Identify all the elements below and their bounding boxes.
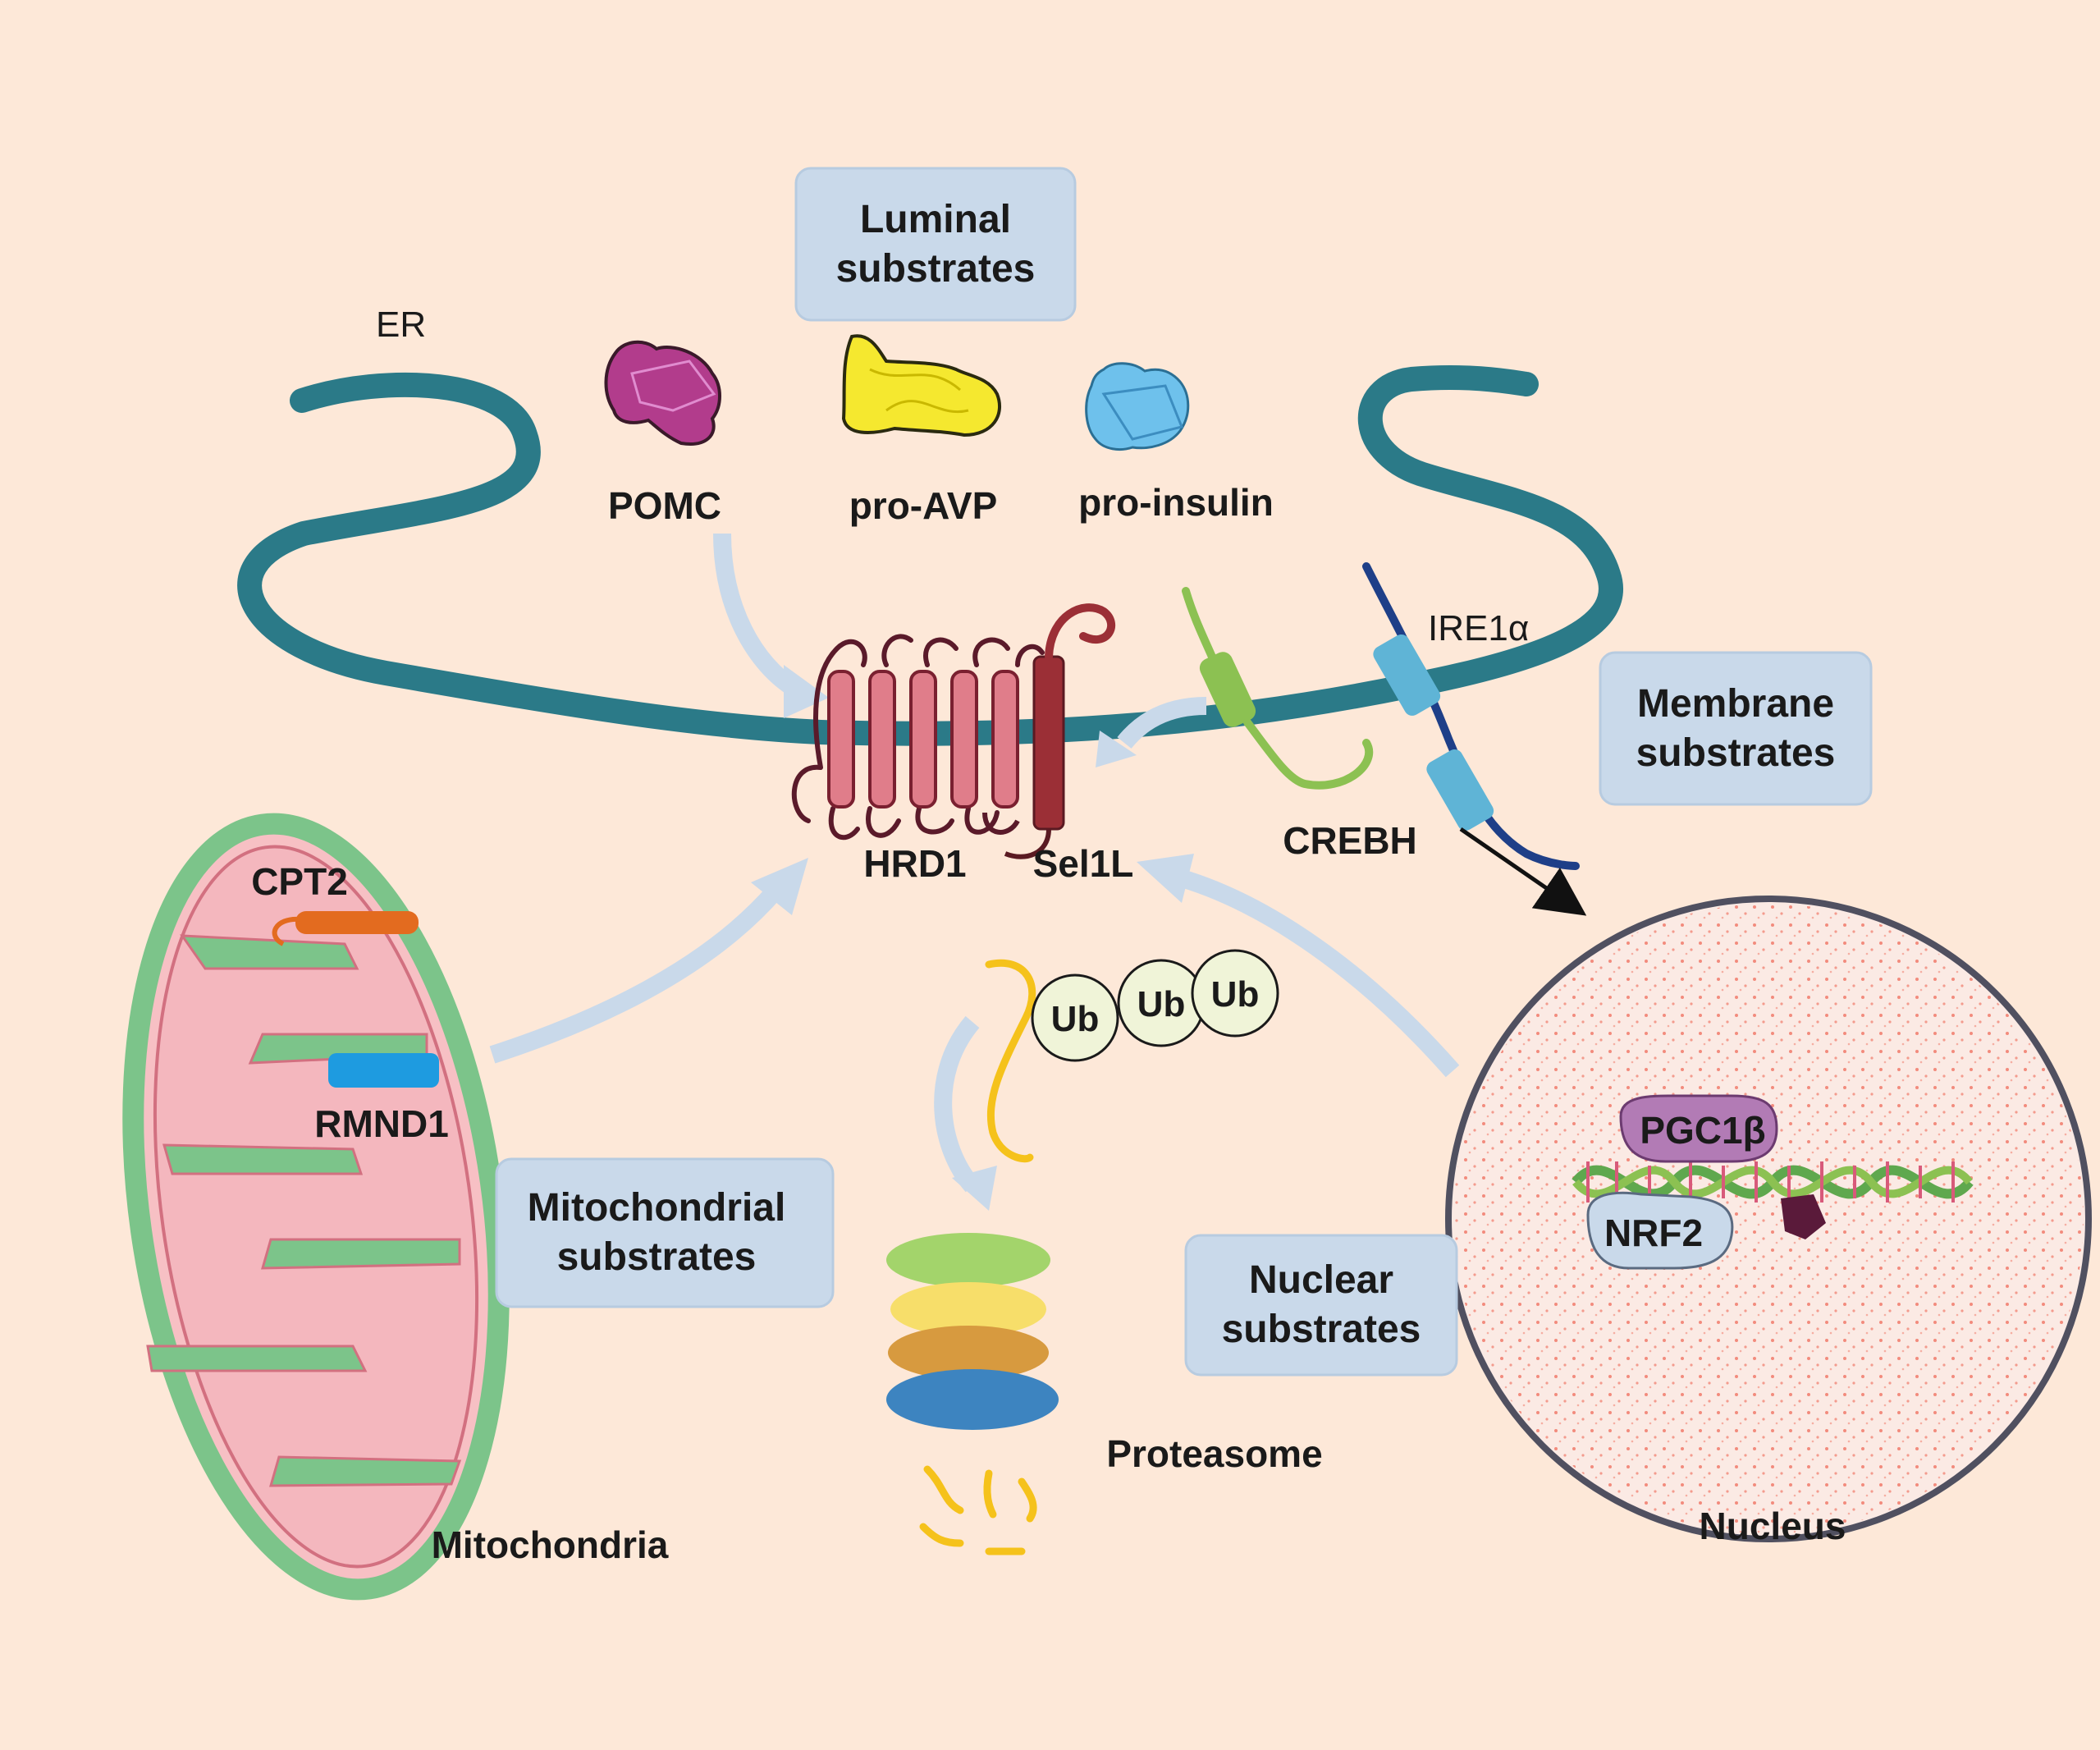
mitochondrial-substrates-box: Mitochondrial substrates <box>495 1157 835 1308</box>
sel1l-protein <box>1004 603 1116 859</box>
nuclear-box-line1: Nuclear <box>1249 1258 1393 1302</box>
pro-avp-label: pro-AVP <box>849 484 998 527</box>
crebh-label: CREBH <box>1283 819 1417 862</box>
luminal-box-line2: substrates <box>836 247 1036 291</box>
mitochondrion <box>122 813 510 1601</box>
ub-2-label: Ub <box>1137 984 1186 1024</box>
cpt2-protein <box>272 911 419 946</box>
ub-1: Ub <box>1031 973 1119 1062</box>
ire1a-label: IRE1α <box>1428 608 1529 648</box>
crebh-protein <box>1182 587 1374 790</box>
substrate-chain <box>985 959 1036 1163</box>
dna-bound-factor <box>1781 1194 1826 1239</box>
hrd1-label: HRD1 <box>863 842 966 885</box>
pomc-protein <box>604 340 721 446</box>
er-membrane <box>237 364 1623 746</box>
pro-avp-protein <box>841 334 1002 438</box>
pgc1b-label: PGC1β <box>1640 1109 1765 1152</box>
luminal-box-line1: Luminal <box>860 198 1011 241</box>
mitochondrial-box-line2: substrates <box>557 1235 757 1279</box>
luminal-substrates-box: Luminal substrates <box>794 167 1077 322</box>
rmnd1-label: RMND1 <box>314 1102 449 1145</box>
nrf2-protein <box>1586 1191 1734 1270</box>
membrane-box-line1: Membrane <box>1637 682 1834 726</box>
mito-to-hrd1-arrow <box>489 858 808 1064</box>
ire1a-to-nucleus-arrow <box>1459 827 1587 916</box>
nucleus-to-sel1l-arrow <box>1137 854 1460 1078</box>
mitochondria-label: Mitochondria <box>432 1523 669 1566</box>
ub-2: Ub <box>1117 959 1206 1047</box>
hrd1-complex <box>791 634 1045 841</box>
membrane-substrates-box: Membrane substrates <box>1599 651 1873 806</box>
crebh-to-sel1l-arrow <box>1096 697 1207 767</box>
cpt2-label: CPT2 <box>251 860 348 903</box>
pomc-label: POMC <box>608 484 721 527</box>
ub-3-label: Ub <box>1211 974 1260 1015</box>
proteasome-label: Proteasome <box>1106 1432 1322 1475</box>
pro-insulin-label: pro-insulin <box>1078 481 1274 524</box>
dna-helix <box>1572 1161 1974 1203</box>
membrane-box-line2: substrates <box>1636 731 1836 775</box>
pomc-to-hrd1-arrow <box>713 533 829 718</box>
sel1l-label: Sel1L <box>1033 842 1134 885</box>
nrf2-label: NRF2 <box>1604 1212 1703 1254</box>
pgc1b-protein <box>1619 1094 1778 1163</box>
nucleus <box>1445 896 2092 1542</box>
ub-1-label: Ub <box>1051 999 1100 1039</box>
peptide-fragments <box>919 1465 1037 1555</box>
er-label: ER <box>376 305 426 345</box>
nucleus-label: Nucleus <box>1700 1505 1846 1547</box>
mitochondrial-box-line1: Mitochondrial <box>528 1186 786 1230</box>
nuclear-substrates-box: Nuclear substrates <box>1184 1234 1458 1377</box>
rmnd1-protein <box>328 1053 439 1088</box>
ub-3: Ub <box>1191 949 1279 1038</box>
pro-insulin-protein <box>1085 362 1190 451</box>
proteasome <box>886 1233 1059 1430</box>
ire1a-protein <box>1362 562 1580 870</box>
nuclear-box-line2: substrates <box>1222 1308 1421 1351</box>
ub-to-proteasome-arrow <box>934 1015 997 1211</box>
